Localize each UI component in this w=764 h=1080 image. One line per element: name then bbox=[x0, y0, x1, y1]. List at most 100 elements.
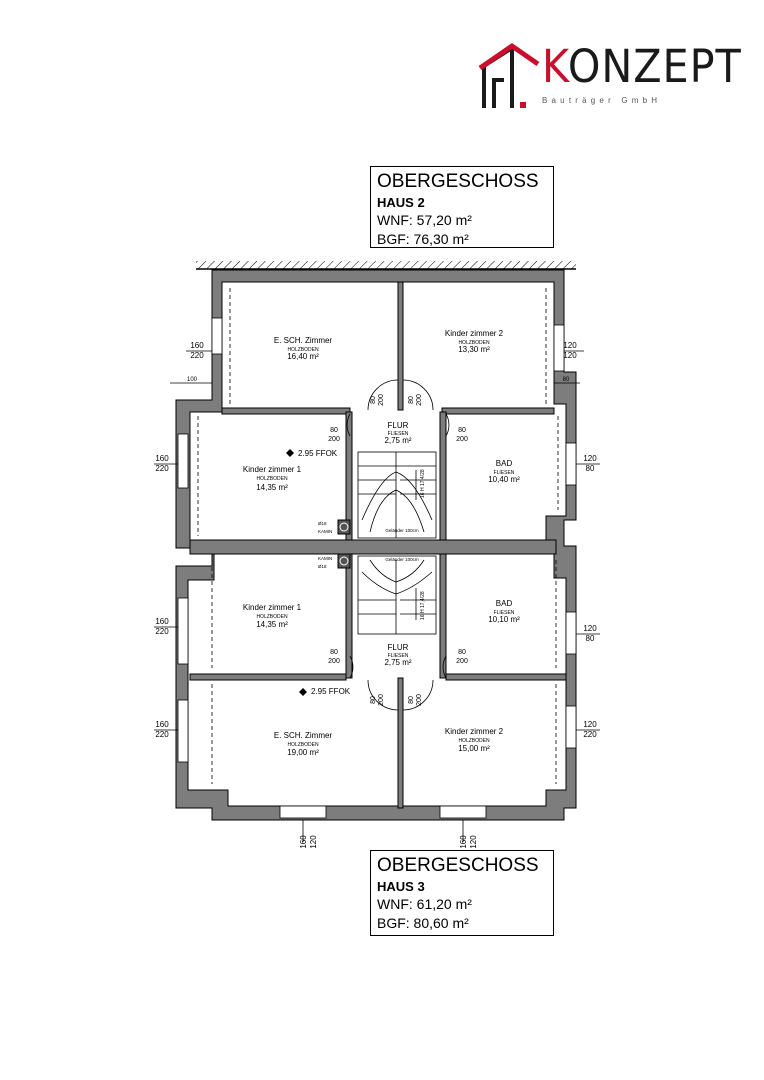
room-bad-haus3: BAD FLIESEN 10,10 m² bbox=[488, 599, 520, 624]
svg-text:220: 220 bbox=[583, 730, 597, 739]
bgf-value: BGF: 76,30 m² bbox=[377, 231, 469, 247]
room-flur-haus3: FLUR FLIESEN 2,75 m² bbox=[384, 643, 411, 667]
svg-text:80: 80 bbox=[586, 634, 595, 643]
door-swings bbox=[346, 379, 450, 711]
svg-text:2,75 m²: 2,75 m² bbox=[384, 436, 411, 445]
svg-text:200: 200 bbox=[416, 394, 423, 406]
wnf-value: WNF: 61,20 m² bbox=[377, 896, 472, 912]
svg-text:200: 200 bbox=[416, 694, 423, 706]
svg-text:120: 120 bbox=[583, 624, 597, 633]
interior-walls bbox=[189, 281, 567, 809]
svg-text:16,40 m²: 16,40 m² bbox=[287, 352, 319, 361]
stair-label-haus2: 16 H 17,4/28 bbox=[420, 469, 426, 498]
svg-text:160: 160 bbox=[155, 720, 169, 729]
svg-text:FLUR: FLUR bbox=[388, 421, 409, 430]
stair-label-haus3: 16 H 17,4/28 bbox=[420, 591, 426, 620]
room-kinder1-haus2: Kinder zimmer 1 HOLZBODEN 14,35 m² bbox=[243, 465, 302, 492]
svg-text:160: 160 bbox=[190, 341, 204, 350]
svg-text:13,30 m²: 13,30 m² bbox=[458, 345, 490, 354]
konzept-logo: KONZEPT Bauträger GmbH bbox=[478, 40, 741, 120]
svg-text:220: 220 bbox=[155, 627, 169, 636]
gelaender-haus2: Geländer 100cm bbox=[385, 528, 419, 533]
svg-text:160: 160 bbox=[299, 835, 308, 849]
staircase-haus3 bbox=[357, 555, 437, 635]
floor-title: OBERGESCHOSS bbox=[377, 171, 539, 192]
svg-text:220: 220 bbox=[155, 730, 169, 739]
room-kinder2-haus2: Kinder zimmer 2 HOLZBODEN 13,30 m² bbox=[445, 329, 504, 354]
svg-text:200: 200 bbox=[456, 436, 468, 443]
kamin-label-haus2: KAMIN bbox=[318, 529, 332, 534]
room-bad-haus2: BAD FLIESEN 10,40 m² bbox=[488, 459, 520, 484]
svg-text:120: 120 bbox=[583, 720, 597, 729]
svg-text:HOLZBODEN: HOLZBODEN bbox=[287, 742, 319, 748]
title-box-haus3: OBERGESCHOSS HAUS 3 WNF: 61,20 m² BGF: 8… bbox=[370, 850, 554, 936]
svg-text:80: 80 bbox=[408, 696, 415, 704]
svg-text:120: 120 bbox=[469, 835, 478, 849]
svg-text:120: 120 bbox=[583, 454, 597, 463]
house-logo-icon bbox=[478, 42, 540, 108]
svg-text:200: 200 bbox=[378, 394, 385, 406]
svg-text:19,00 m²: 19,00 m² bbox=[287, 748, 319, 757]
svg-text:FLIESEN: FLIESEN bbox=[388, 653, 409, 659]
svg-text:FLIESEN: FLIESEN bbox=[494, 470, 515, 476]
floor-title: OBERGESCHOSS bbox=[377, 855, 539, 876]
dimension-lines bbox=[154, 350, 600, 842]
svg-text:HOLZBODEN: HOLZBODEN bbox=[256, 614, 288, 620]
kamin-d-haus3: Ø18 bbox=[318, 564, 327, 569]
brand-subtitle: Bauträger GmbH bbox=[542, 96, 662, 105]
svg-text:FLIESEN: FLIESEN bbox=[388, 431, 409, 437]
svg-text:2,75 m²: 2,75 m² bbox=[384, 658, 411, 667]
dimension-labels: 160 220 120 120 100 80 80 200 80 200 80 … bbox=[155, 341, 597, 849]
room-kinder1-haus3: Kinder zimmer 1 HOLZBODEN 14,35 m² bbox=[243, 603, 302, 629]
svg-text:120: 120 bbox=[309, 835, 318, 849]
bgf-value: BGF: 80,60 m² bbox=[377, 915, 469, 931]
room-flur-haus2: FLUR FLIESEN 2,75 m² bbox=[384, 421, 411, 445]
svg-text:14,35 m²: 14,35 m² bbox=[256, 620, 288, 629]
svg-text:200: 200 bbox=[378, 694, 385, 706]
svg-text:Kinder zimmer 1: Kinder zimmer 1 bbox=[243, 465, 302, 474]
wnf-value: WNF: 57,20 m² bbox=[377, 212, 472, 228]
svg-text:14,35 m²: 14,35 m² bbox=[256, 483, 288, 492]
neighbour-boundary bbox=[196, 261, 576, 270]
svg-text:200: 200 bbox=[328, 658, 340, 665]
kamin-haus3 bbox=[337, 553, 351, 569]
svg-text:Kinder zimmer 1: Kinder zimmer 1 bbox=[243, 603, 302, 612]
svg-text:80: 80 bbox=[330, 427, 338, 434]
svg-text:220: 220 bbox=[190, 351, 204, 360]
ffok-marker-haus2: 2.95 FFOK bbox=[286, 449, 338, 458]
opening-lines bbox=[197, 288, 559, 784]
room-kinder2-haus3: Kinder zimmer 2 HOLZBODEN 15,00 m² bbox=[445, 727, 504, 753]
svg-text:80: 80 bbox=[408, 396, 415, 404]
svg-text:220: 220 bbox=[155, 464, 169, 473]
svg-text:100: 100 bbox=[187, 377, 198, 383]
gelaender-haus3: Geländer 100cm bbox=[385, 557, 419, 562]
svg-text:120: 120 bbox=[563, 341, 577, 350]
svg-text:FLIESEN: FLIESEN bbox=[494, 610, 515, 616]
room-eltern-haus3: E. SCH. Zimmer HOLZBODEN 19,00 m² bbox=[274, 731, 333, 757]
svg-text:HOLZBODEN: HOLZBODEN bbox=[458, 738, 490, 744]
svg-text:80: 80 bbox=[458, 649, 466, 656]
house-name: HAUS 3 bbox=[377, 879, 425, 894]
svg-text:160: 160 bbox=[155, 617, 169, 626]
svg-text:160: 160 bbox=[459, 835, 468, 849]
svg-text:BAD: BAD bbox=[496, 599, 513, 608]
house-name: HAUS 2 bbox=[377, 195, 425, 210]
staircase-haus2 bbox=[357, 451, 437, 539]
svg-text:200: 200 bbox=[328, 436, 340, 443]
ffok-marker-haus3: 2.95 FFOK bbox=[299, 687, 351, 696]
svg-text:2.95 FFOK: 2.95 FFOK bbox=[311, 687, 351, 696]
svg-text:15,00 m²: 15,00 m² bbox=[458, 744, 490, 753]
svg-text:80: 80 bbox=[563, 377, 570, 383]
svg-text:HOLZBODEN: HOLZBODEN bbox=[256, 476, 288, 482]
svg-text:120: 120 bbox=[563, 351, 577, 360]
svg-text:Kinder zimmer 2: Kinder zimmer 2 bbox=[445, 329, 504, 338]
kamin-d-haus2: Ø18 bbox=[318, 521, 327, 526]
title-box-haus2: OBERGESCHOSS HAUS 2 WNF: 57,20 m² BGF: 7… bbox=[370, 166, 554, 248]
svg-text:BAD: BAD bbox=[496, 459, 513, 468]
svg-text:80: 80 bbox=[458, 427, 466, 434]
svg-text:HOLZBODEN: HOLZBODEN bbox=[458, 340, 490, 346]
room-eltern-haus2: E. SCH. Zimmer HOLZBODEN 16,40 m² bbox=[274, 336, 333, 361]
brand-name: KONZEPT bbox=[542, 40, 742, 93]
svg-text:80: 80 bbox=[330, 649, 338, 656]
svg-text:10,40 m²: 10,40 m² bbox=[488, 475, 520, 484]
